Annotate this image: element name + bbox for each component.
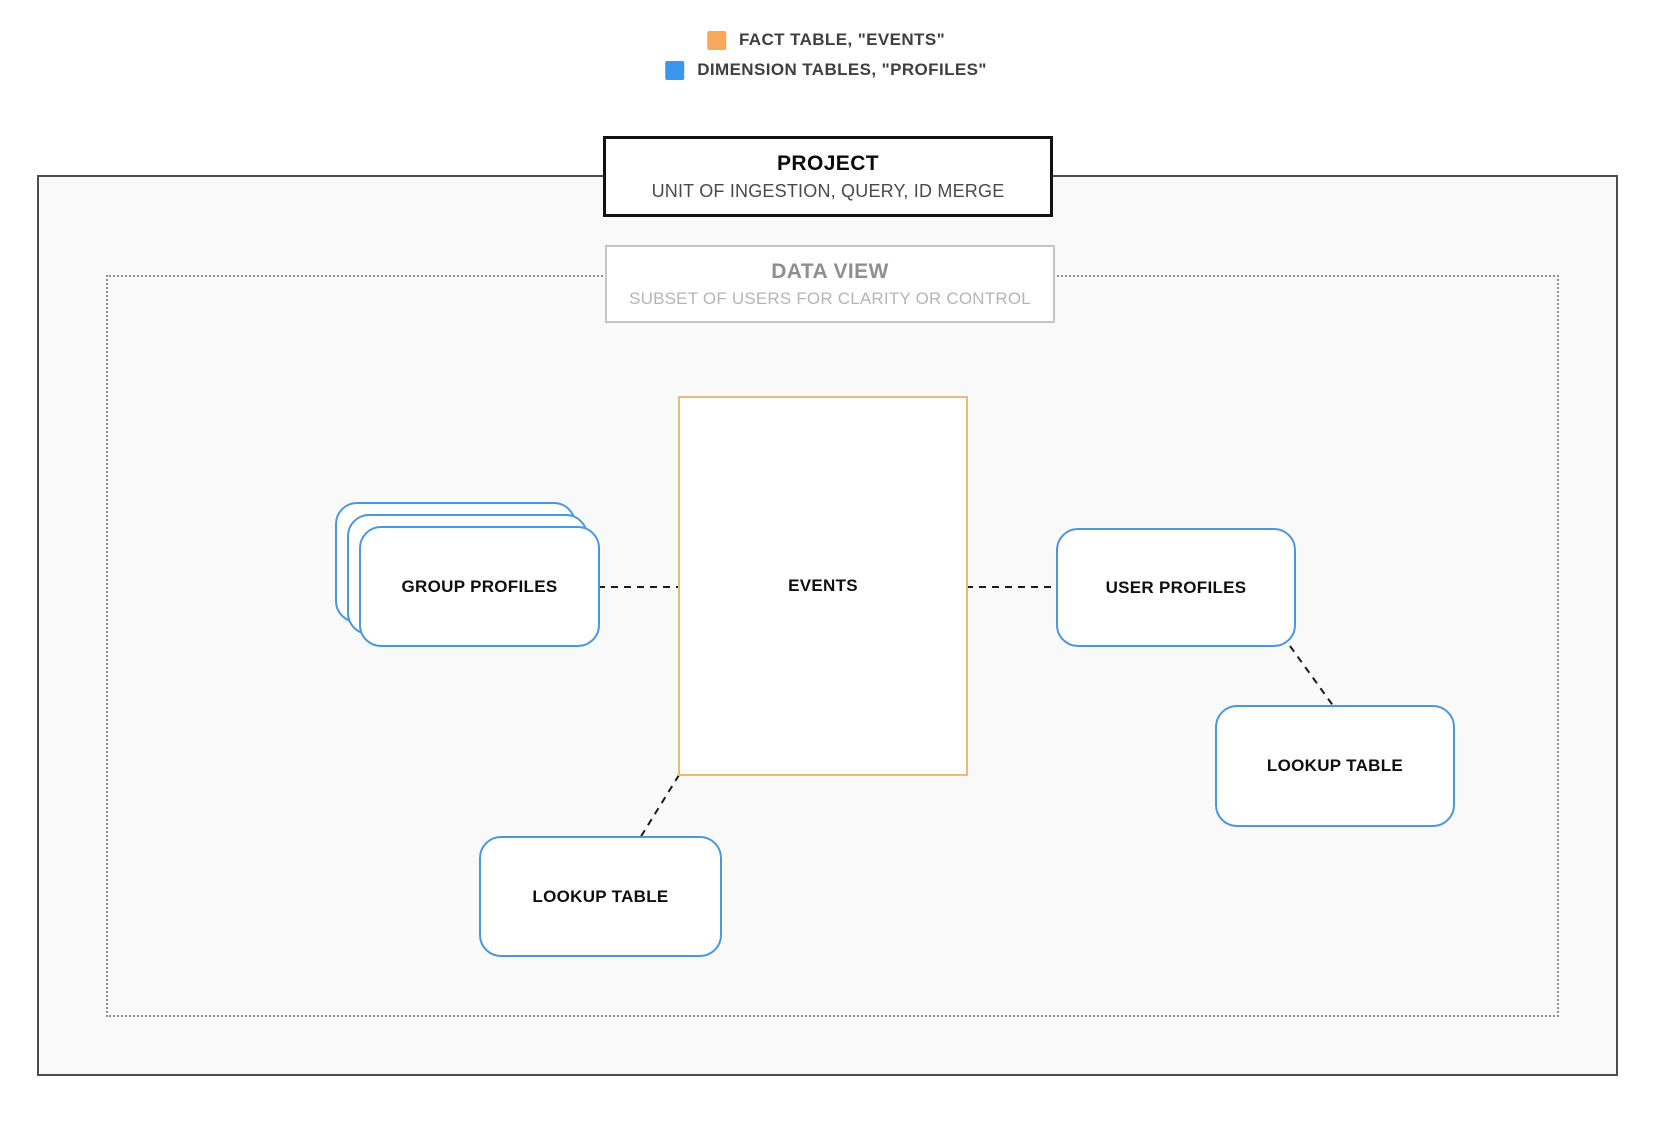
events-node: EVENTS xyxy=(678,396,968,776)
data-view-label-box: DATA VIEW SUBSET OF USERS FOR CLARITY OR… xyxy=(605,245,1055,323)
project-subtitle: UNIT OF INGESTION, QUERY, ID MERGE xyxy=(651,180,1005,201)
group-profiles-node: GROUP PROFILES xyxy=(335,502,602,649)
dimension-color-swatch-icon xyxy=(665,60,685,80)
group-profiles-card-front: GROUP PROFILES xyxy=(359,526,600,647)
user-profiles-node: USER PROFILES xyxy=(1056,528,1296,647)
project-label-box: PROJECT UNIT OF INGESTION, QUERY, ID MER… xyxy=(603,136,1053,217)
lookup-table-left-node: LOOKUP TABLE xyxy=(479,836,722,957)
legend: FACT TABLE, "EVENTS" DIMENSION TABLES, "… xyxy=(665,30,987,80)
fact-color-swatch-icon xyxy=(706,30,726,50)
legend-dimension-label: DIMENSION TABLES, "PROFILES" xyxy=(697,60,987,79)
project-title: PROJECT xyxy=(777,151,879,175)
legend-fact-label: FACT TABLE, "EVENTS" xyxy=(738,30,946,49)
legend-item-dimension: DIMENSION TABLES, "PROFILES" xyxy=(665,60,987,80)
legend-item-fact: FACT TABLE, "EVENTS" xyxy=(706,30,946,50)
lookup-table-left-label: LOOKUP TABLE xyxy=(532,886,669,906)
group-profiles-label: GROUP PROFILES xyxy=(401,576,558,596)
data-view-title: DATA VIEW xyxy=(771,259,889,283)
events-label: EVENTS xyxy=(788,576,858,595)
lookup-table-right-node: LOOKUP TABLE xyxy=(1215,705,1455,827)
data-view-subtitle: SUBSET OF USERS FOR CLARITY OR CONTROL xyxy=(629,288,1031,308)
user-profiles-label: USER PROFILES xyxy=(1105,577,1247,597)
lookup-table-right-label: LOOKUP TABLE xyxy=(1266,756,1404,775)
